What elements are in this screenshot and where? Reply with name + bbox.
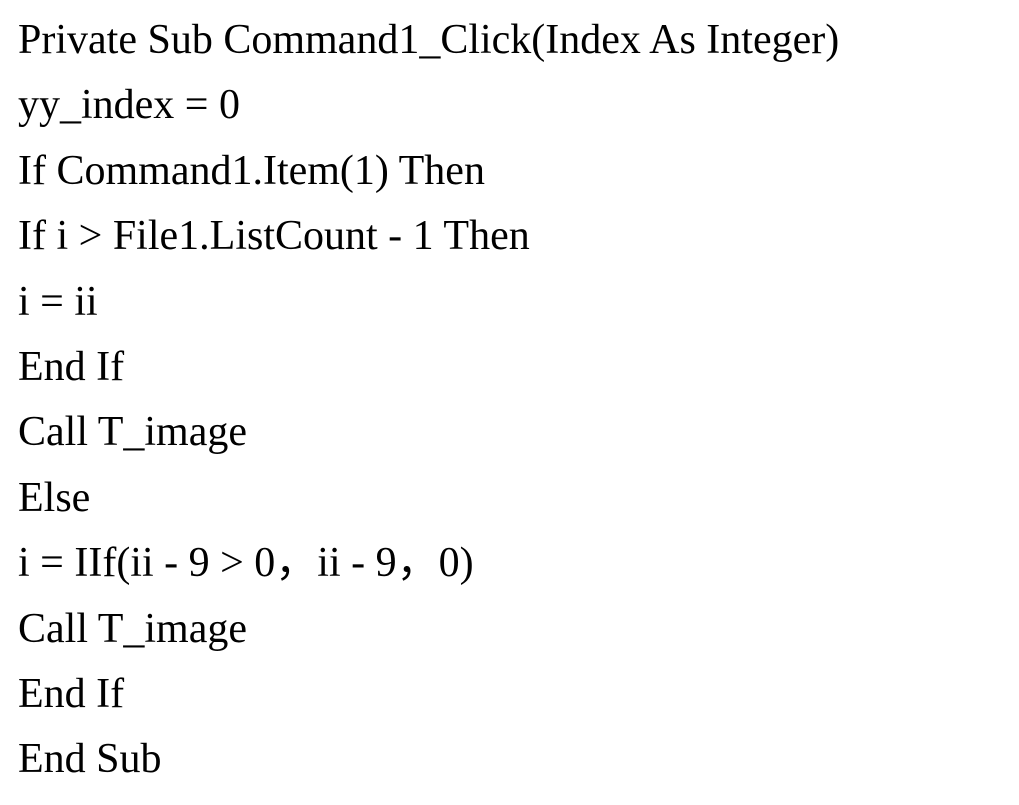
code-line-11: End If	[18, 671, 125, 718]
code-line-10: Call T_image	[18, 605, 248, 652]
code-line-6: End If	[18, 344, 125, 391]
code-line-9: i = IIf(ii - 9 > 0，ii - 9，0)	[18, 540, 474, 587]
code-line-12: End Sub	[18, 736, 162, 783]
code-line-2: yy_index = 0	[18, 82, 240, 129]
code-line-1: Private Sub Command1_Click(Index As Inte…	[18, 17, 840, 63]
code-line-7: Call T_image	[18, 409, 248, 456]
code-line-4: If i > File1.ListCount - 1 Then	[18, 213, 530, 260]
code-line-5: i = ii	[18, 278, 98, 325]
code-line-8: Else	[18, 474, 91, 521]
code-line-3: If Command1.Item(1) Then	[18, 147, 485, 194]
